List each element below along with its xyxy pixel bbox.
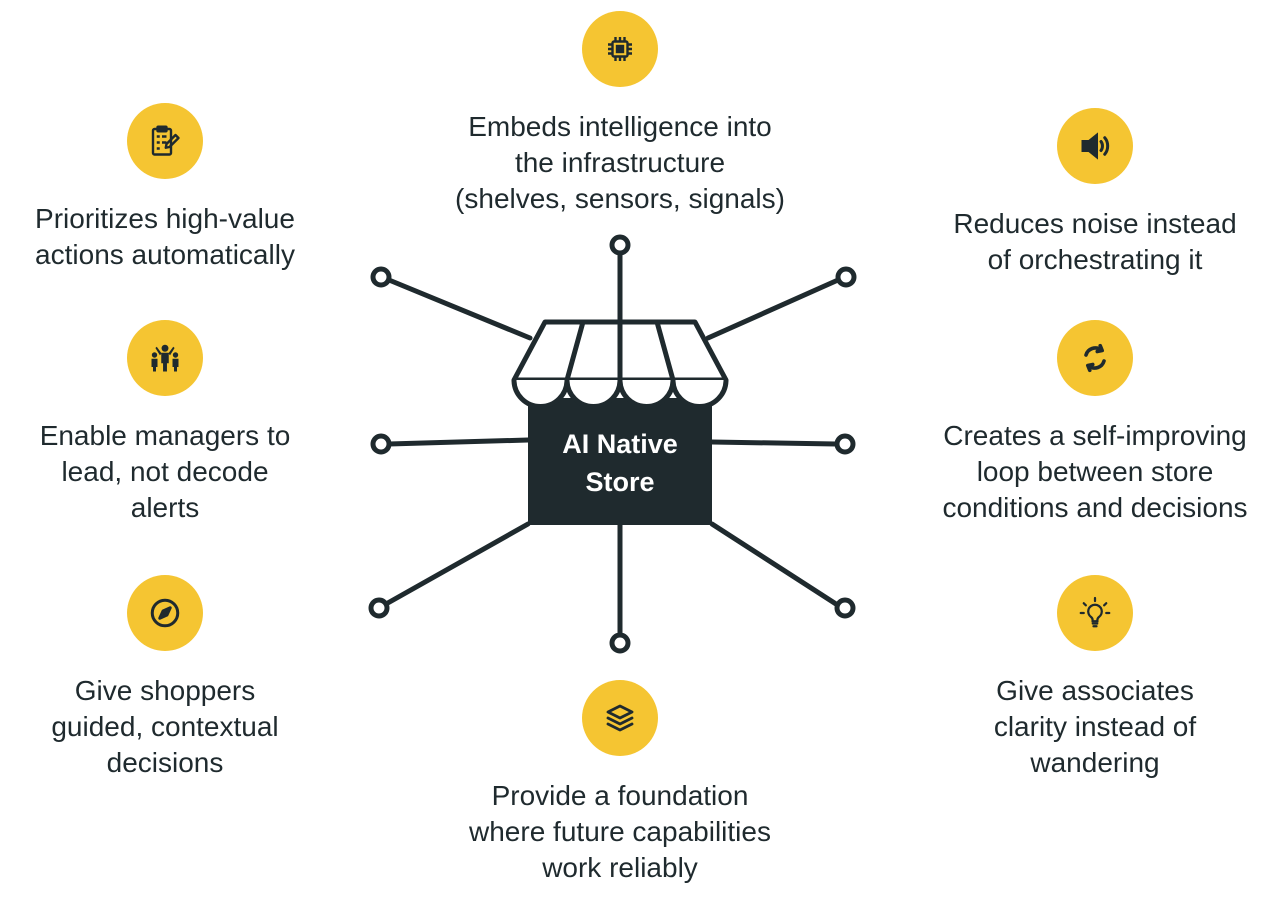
feature-top-left: Prioritizes high-value actions automatic… — [0, 103, 350, 273]
feature-top-right-icon-circle — [1057, 108, 1133, 184]
feature-mid-right: Creates a self-improving loop between st… — [905, 320, 1285, 526]
store-awning-scallops — [511, 377, 729, 409]
feature-bottom: Provide a foundation where future capabi… — [420, 680, 820, 886]
connector-node-bottom — [609, 632, 631, 654]
feature-mid-left-label: Enable managers to lead, not decode aler… — [39, 420, 291, 523]
connector-line-mid-right — [709, 439, 839, 447]
connector-line-low-left — [383, 521, 531, 607]
feature-top-right-label: Reduces noise instead of orchestrating i… — [953, 208, 1237, 275]
connector-line-top-left — [386, 277, 533, 341]
feature-bottom-icon-circle — [582, 680, 658, 756]
feature-low-left: Give shoppers guided, contextual decisio… — [0, 575, 345, 781]
chip-icon — [608, 37, 632, 61]
connector-node-top — [609, 234, 631, 256]
lightbulb-icon — [1079, 596, 1111, 628]
layers-icon — [606, 704, 634, 732]
feature-top: Embeds intelligence into the infrastruct… — [420, 11, 820, 217]
speaker-icon — [1081, 132, 1110, 160]
connector-node-low-left — [368, 597, 390, 619]
team-icon — [151, 344, 179, 372]
connector-node-low-right — [834, 597, 856, 619]
connector-node-top-right — [835, 266, 857, 288]
connector-node-mid-left — [370, 433, 392, 455]
feature-mid-right-icon-circle — [1057, 320, 1133, 396]
feature-low-left-label: Give shoppers guided, contextual decisio… — [51, 675, 279, 778]
feature-low-right-label: Give associates clarity instead of wande… — [993, 675, 1197, 778]
feature-low-right-icon-circle — [1057, 575, 1133, 651]
connector-line-top-right — [705, 277, 841, 341]
feature-top-left-label: Prioritizes high-value actions automatic… — [35, 203, 295, 270]
connector-line-mid-left — [386, 437, 531, 447]
feature-mid-left: Enable managers to lead, not decode aler… — [0, 320, 350, 526]
feature-top-icon-circle — [582, 11, 658, 87]
feature-top-right: Reduces noise instead of orchestrating i… — [910, 108, 1280, 278]
connector-node-mid-right — [834, 433, 856, 455]
feature-low-right: Give associates clarity instead of wande… — [915, 575, 1275, 781]
feature-top-label: Embeds intelligence into the infrastruct… — [455, 111, 785, 214]
store-label: AI Native Store — [562, 429, 678, 497]
refresh-cycle-icon — [1084, 343, 1106, 373]
compass-icon — [150, 598, 180, 628]
feature-low-left-icon-circle — [127, 575, 203, 651]
feature-bottom-label: Provide a foundation where future capabi… — [469, 780, 771, 883]
feature-top-left-icon-circle — [127, 103, 203, 179]
store-body — [528, 398, 712, 525]
feature-mid-right-label: Creates a self-improving loop between st… — [942, 420, 1248, 523]
connector-line-low-right — [709, 521, 839, 607]
connector-node-top-left — [370, 266, 392, 288]
clipboard-checklist-icon — [151, 125, 180, 156]
feature-mid-left-icon-circle — [127, 320, 203, 396]
storefront-icon — [511, 319, 729, 525]
